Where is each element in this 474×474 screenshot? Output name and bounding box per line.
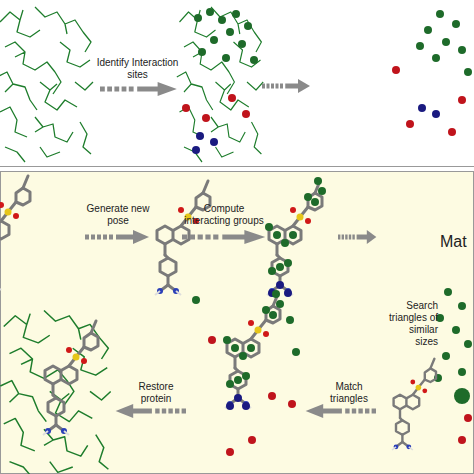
step-label: Mat — [440, 232, 474, 251]
step-label: Generate new pose — [82, 203, 154, 227]
step-label: Compute interacting groups — [180, 203, 268, 227]
step-label: Restore protein — [126, 381, 186, 405]
step-label: Identify Interaction sites — [95, 57, 180, 81]
step-label: Match triangles — [320, 381, 378, 405]
step-label: Search triangles of similar sizes — [386, 300, 438, 348]
